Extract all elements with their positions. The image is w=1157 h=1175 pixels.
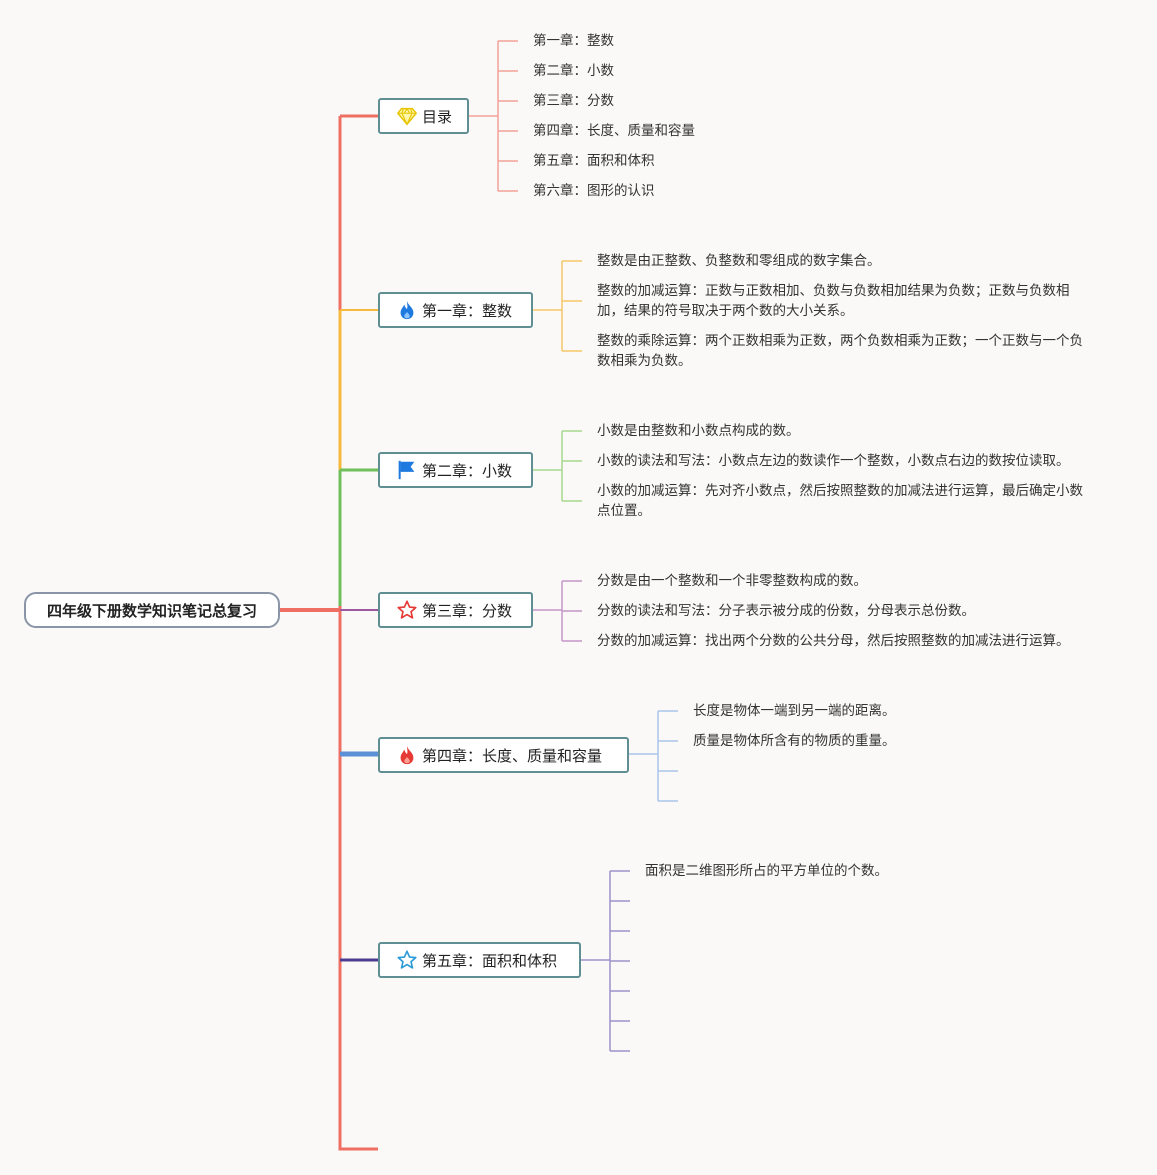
bracket-ch4 xyxy=(628,710,678,802)
leaf-toc-6[interactable]: 第六章：图形的认识 xyxy=(533,183,655,199)
leaf-toc-4[interactable]: 第四章：长度、质量和容量 xyxy=(533,123,695,139)
node-toc[interactable]: 目录 xyxy=(378,98,469,134)
leaf-toc-2[interactable]: 第二章：小数 xyxy=(533,63,614,79)
leaf-ch4-2[interactable]: 质量是物体所含有的物质的重量。 xyxy=(693,733,896,749)
root-label: 四年级下册数学知识笔记总复习 xyxy=(46,601,257,620)
leaf-ch2-1[interactable]: 小数是由整数和小数点构成的数。 xyxy=(597,423,800,439)
leaf-ch1-3[interactable]: 整数的乘除运算：两个正数相乘为正数，两个负数相乘为正数；一个正数与一个负数相乘为… xyxy=(597,333,1083,369)
leaf-ch1-2[interactable]: 整数的加减运算：正数与正数相加、负数与负数相加结果为负数；正数与负数相加，结果的… xyxy=(597,283,1070,319)
star-outline-blue-icon xyxy=(396,949,418,971)
node-ch5-label: 第五章：面积和体积 xyxy=(422,951,558,970)
node-ch1-label: 第一章：整数 xyxy=(422,301,513,320)
leaf-ch2-2[interactable]: 小数的读法和写法：小数点左边的数读作一个整数，小数点右边的数按位读取。 xyxy=(597,453,1070,469)
bracket-ch5 xyxy=(580,870,630,1052)
root-node[interactable]: 四年级下册数学知识笔记总复习 xyxy=(24,592,280,628)
star-outline-red-icon xyxy=(396,599,418,621)
node-ch4-label: 第四章：长度、质量和容量 xyxy=(422,746,603,765)
bracket-ch3 xyxy=(532,580,582,642)
bracket-toc xyxy=(468,40,518,192)
trunk-line-bottom xyxy=(338,610,378,1151)
bracket-ch2 xyxy=(532,430,582,502)
gem-icon xyxy=(396,105,418,127)
leaf-ch2-3[interactable]: 小数的加减运算：先对齐小数点，然后按照整数的加减法进行运算，最后确定小数点位置。 xyxy=(597,483,1083,519)
leaf-ch1-1[interactable]: 整数是由正整数、负整数和零组成的数字集合。 xyxy=(597,253,881,269)
leaf-ch4-1[interactable]: 长度是物体一端到另一端的距离。 xyxy=(693,703,896,719)
node-ch2[interactable]: 第二章：小数 xyxy=(378,452,533,488)
fire-blue-icon xyxy=(396,299,418,321)
leaf-toc-3[interactable]: 第三章：分数 xyxy=(533,93,614,109)
leaf-ch3-3[interactable]: 分数的加减运算：找出两个分数的公共分母，然后按照整数的加减法进行运算。 xyxy=(597,633,1070,649)
leaf-toc-1[interactable]: 第一章：整数 xyxy=(533,33,614,49)
node-ch3[interactable]: 第三章：分数 xyxy=(378,592,533,628)
leaf-ch3-1[interactable]: 分数是由一个整数和一个非零整数构成的数。 xyxy=(597,573,867,589)
flag-icon xyxy=(396,459,418,481)
node-ch4[interactable]: 第四章：长度、质量和容量 xyxy=(378,737,629,773)
bracket-ch1 xyxy=(532,260,582,352)
leaf-ch3-2[interactable]: 分数的读法和写法：分子表示被分成的份数，分母表示总份数。 xyxy=(597,603,975,619)
node-ch1[interactable]: 第一章：整数 xyxy=(378,292,533,328)
fire-red-icon xyxy=(396,744,418,766)
node-ch3-label: 第三章：分数 xyxy=(422,601,513,620)
node-ch2-label: 第二章：小数 xyxy=(422,461,513,480)
node-toc-label: 目录 xyxy=(422,107,453,126)
leaf-toc-5[interactable]: 第五章：面积和体积 xyxy=(533,153,655,169)
leaf-ch5-1[interactable]: 面积是二维图形所占的平方单位的个数。 xyxy=(645,863,888,879)
node-ch5[interactable]: 第五章：面积和体积 xyxy=(378,942,581,978)
